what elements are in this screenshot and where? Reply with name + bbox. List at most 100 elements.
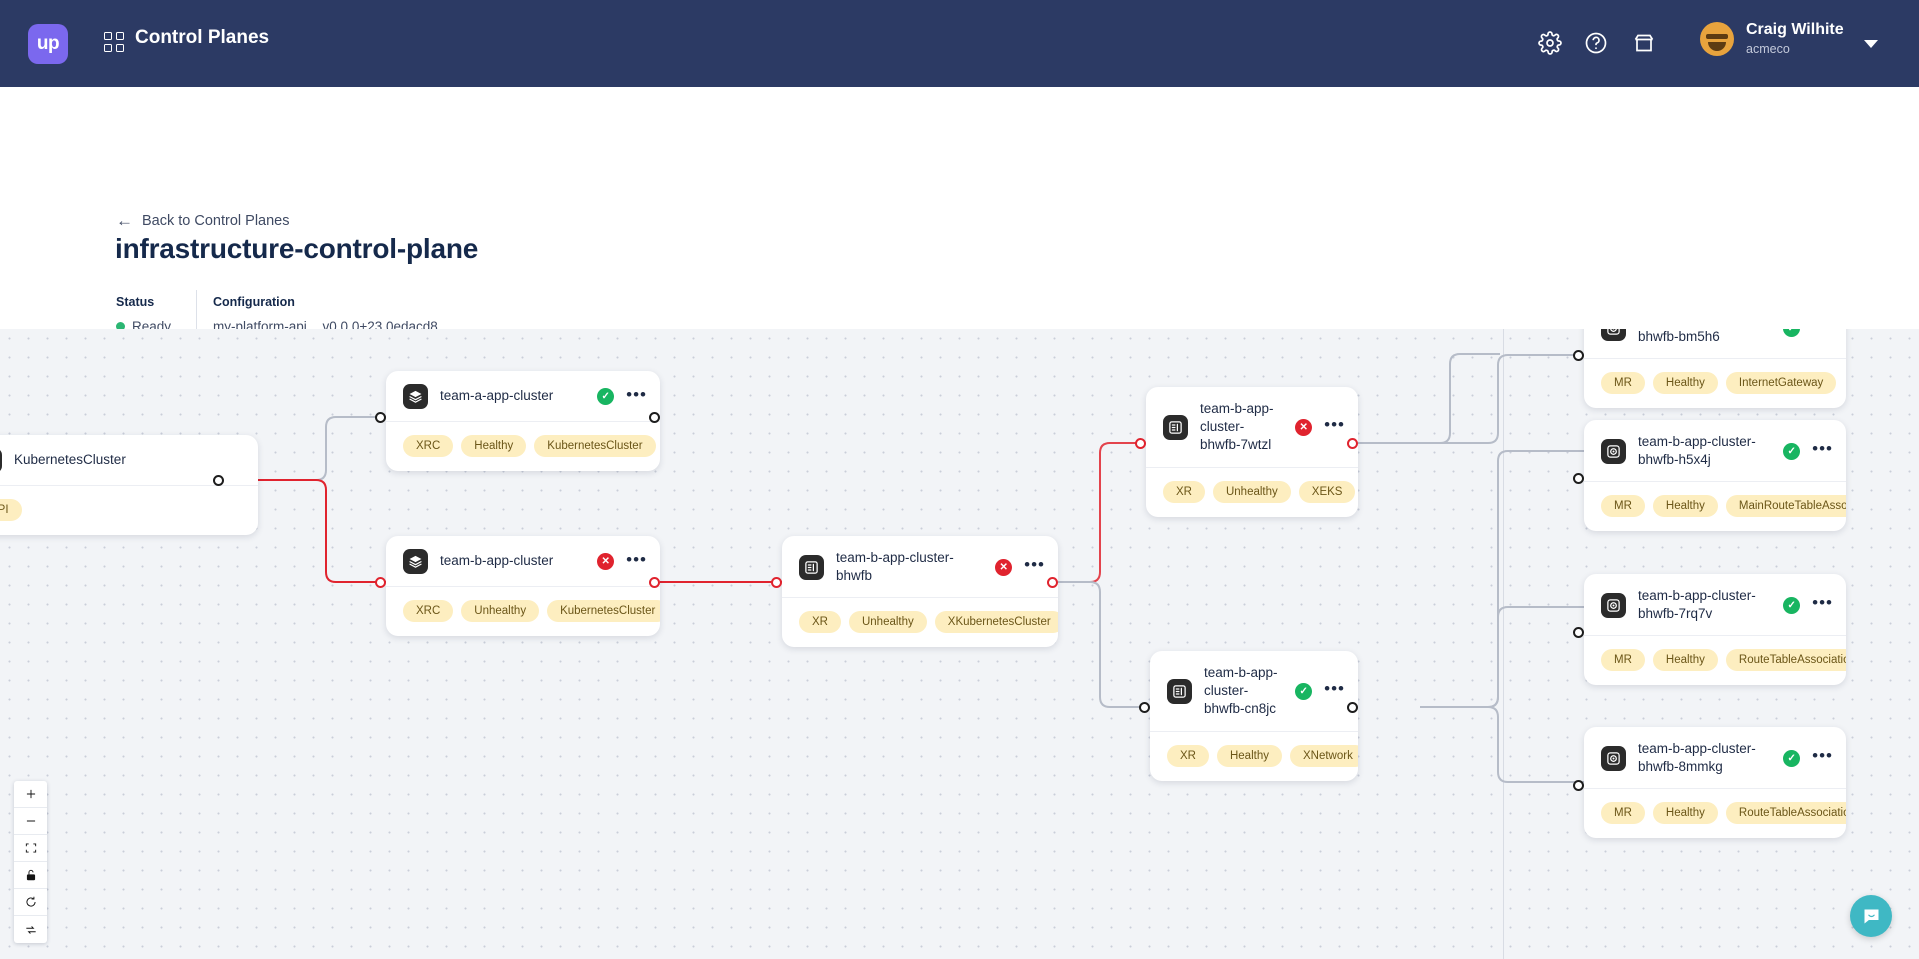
page-title: infrastructure-control-plane bbox=[115, 233, 479, 264]
node-handle-left[interactable] bbox=[1135, 438, 1146, 449]
reset-icon[interactable] bbox=[14, 889, 47, 916]
chevron-down-icon[interactable] bbox=[1864, 40, 1878, 48]
node-tag: KubernetesCluster bbox=[547, 600, 660, 622]
node-handle-right[interactable] bbox=[1047, 577, 1058, 588]
node-tag: XRC bbox=[403, 435, 454, 457]
node-tag: XEKS bbox=[1298, 480, 1356, 503]
upbound-logo[interactable]: up bbox=[28, 24, 68, 64]
node-tag: KubernetesCluster bbox=[534, 435, 656, 457]
node-menu-button[interactable]: ••• bbox=[1812, 593, 1833, 613]
fit-view-button[interactable] bbox=[14, 835, 47, 862]
node-tag-list: MRHealthyMainRouteTableAssociation bbox=[1584, 482, 1846, 531]
node-menu-button[interactable]: ••• bbox=[626, 384, 647, 404]
node-menu-button[interactable]: ••• bbox=[1324, 415, 1345, 435]
zoom-out-button[interactable] bbox=[14, 808, 47, 835]
node-handle-left[interactable] bbox=[771, 577, 782, 588]
canvas-column-divider bbox=[1503, 329, 1504, 959]
marketplace-icon[interactable] bbox=[1630, 29, 1658, 57]
node-header: team-b-app-cluster-bhwfb✕••• bbox=[782, 536, 1058, 599]
back-to-control-planes-link[interactable]: ← Back to Control Planes bbox=[116, 212, 290, 229]
node-handle-left[interactable] bbox=[375, 412, 386, 423]
managed-resource-icon bbox=[1601, 329, 1626, 341]
composite-icon bbox=[799, 554, 824, 580]
node-title: team-b-app-cluster bbox=[440, 553, 554, 569]
node-handle-right[interactable] bbox=[649, 577, 660, 588]
status-label: Status bbox=[116, 295, 155, 309]
node-status-healthy-icon: ✓ bbox=[1783, 329, 1801, 337]
app-title: Control Planes bbox=[135, 27, 270, 48]
node-tag: XRC bbox=[403, 600, 454, 622]
node-tag: API bbox=[0, 499, 22, 521]
grid-icon bbox=[104, 32, 126, 54]
node-header: team-b-app-cluster-bhwfb-cn8jc✓••• bbox=[1150, 651, 1358, 732]
node-header: team-b-app-cluster-bhwfb-8mmkg ✓ ••• bbox=[1584, 727, 1846, 790]
node-handle-right[interactable] bbox=[213, 475, 224, 486]
node-menu-button[interactable]: ••• bbox=[1812, 746, 1833, 766]
node-status-healthy-icon: ✓ bbox=[1783, 442, 1801, 460]
node-header: team-b-app-cluster ✕ ••• bbox=[386, 536, 660, 587]
node-title: team-b-app-cluster-bhwfb-cn8jc bbox=[1204, 665, 1278, 717]
node-handle-left[interactable] bbox=[1573, 473, 1584, 484]
node-handle-left[interactable] bbox=[1573, 350, 1584, 361]
avatar[interactable] bbox=[1700, 22, 1734, 56]
node-title: team-b-app-cluster-bhwfb-bm5h6 bbox=[1638, 329, 1720, 345]
node-tag: XR bbox=[799, 611, 841, 634]
node-handle-right[interactable] bbox=[1347, 702, 1358, 713]
node-header: team-b-app-cluster-bhwfb-7rq7v✓••• bbox=[1584, 574, 1846, 637]
node-tag: RouteTableAssociation bbox=[1725, 802, 1846, 825]
node-status-healthy-icon: ✓ bbox=[1783, 749, 1801, 767]
node-menu-button[interactable]: ••• bbox=[1812, 439, 1833, 459]
node-status-unhealthy-icon: ✕ bbox=[995, 558, 1013, 576]
node-title: team-b-app-cluster-bhwfb-8mmkg bbox=[1638, 741, 1756, 775]
node-status-healthy-icon: ✓ bbox=[597, 388, 615, 405]
node-tag: XKubernetesCluster bbox=[934, 611, 1058, 634]
sync-icon[interactable] bbox=[14, 916, 47, 943]
layers-icon bbox=[403, 384, 428, 409]
node-status-unhealthy-icon: ✕ bbox=[597, 553, 615, 570]
node-menu-button[interactable]: ••• bbox=[1812, 329, 1833, 334]
node-header: team-b-app-cluster-bhwfb-bm5h6 ✓ ••• bbox=[1584, 329, 1846, 360]
node-tag: InternetGateway bbox=[1725, 372, 1837, 395]
lock-icon[interactable] bbox=[14, 862, 47, 889]
logo-text: up bbox=[36, 33, 60, 54]
node-menu-button[interactable]: ••• bbox=[1024, 555, 1045, 575]
node-handle-left[interactable] bbox=[1573, 627, 1584, 638]
node-header: team-a-app-cluster ✓ ••• bbox=[386, 371, 660, 422]
zoom-in-button[interactable] bbox=[14, 781, 47, 808]
node-tag: Healthy bbox=[1652, 802, 1718, 825]
node-tag: MR bbox=[1601, 649, 1645, 672]
gear-icon[interactable] bbox=[1536, 29, 1564, 57]
node-tag: MR bbox=[1601, 495, 1645, 518]
node-menu-button[interactable]: ••• bbox=[626, 549, 647, 569]
node-handle-left[interactable] bbox=[1139, 702, 1150, 713]
resource-graph-canvas[interactable]: KKubernetesClusterAPIteam-a-app-cluster✓… bbox=[0, 329, 1919, 959]
node-handle-left[interactable] bbox=[375, 577, 386, 588]
zoom-toolbar[interactable] bbox=[14, 781, 47, 943]
chat-bubble-icon[interactable] bbox=[1850, 895, 1892, 937]
node-title: team-b-app-cluster-bhwfb-7wtzl bbox=[1200, 401, 1274, 453]
graph-node-team-b-app-cluster-bhwfb-bm5h6[interactable]: team-b-app-cluster-bhwfb-bm5h6 ✓ ••• MRHeal… bbox=[1584, 329, 1846, 409]
node-menu-button[interactable]: ••• bbox=[1324, 679, 1345, 699]
arrow-left-icon: ← bbox=[116, 211, 133, 230]
node-title: team-a-app-cluster bbox=[440, 388, 554, 404]
help-icon[interactable] bbox=[1582, 29, 1610, 57]
node-handle-left[interactable] bbox=[1573, 780, 1584, 791]
node-handle-right[interactable] bbox=[649, 412, 660, 423]
node-handle-right[interactable] bbox=[1347, 438, 1358, 449]
top-navigation-bar: up Control Planes Craig Wilhite acmeco bbox=[0, 0, 1919, 87]
